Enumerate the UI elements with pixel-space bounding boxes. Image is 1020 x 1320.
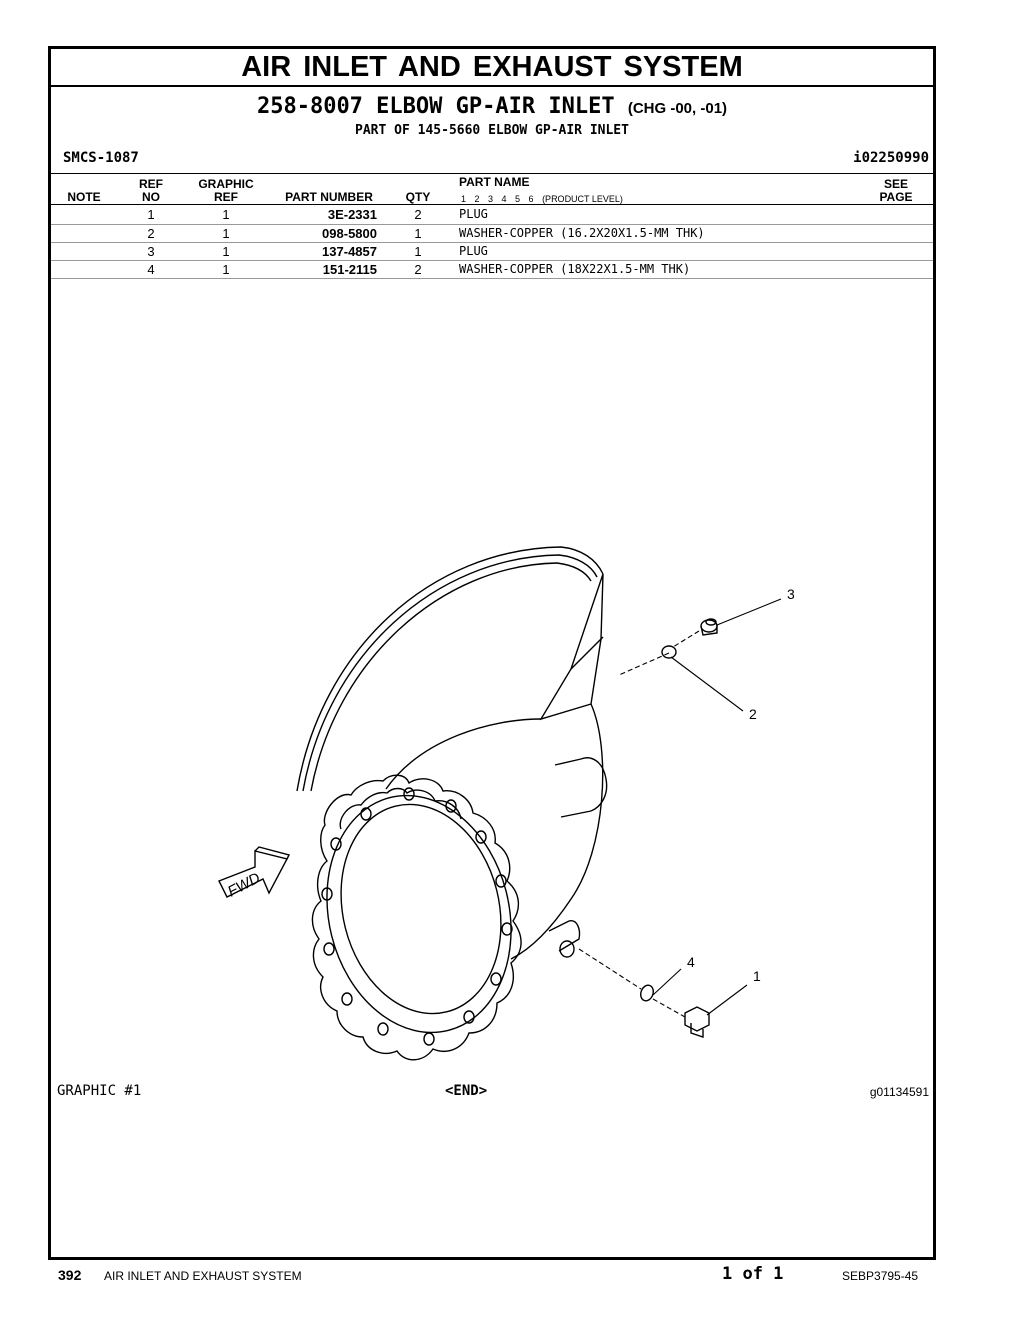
side-stub bbox=[580, 757, 608, 812]
col-header-graphic-2: REF bbox=[214, 190, 238, 204]
elbow-body-curve bbox=[385, 718, 542, 790]
part-name: PLUG bbox=[459, 207, 488, 221]
part-of-line: PART OF 145-5660 ELBOW GP-AIR INLET bbox=[355, 123, 629, 138]
graphic-label: GRAPHIC #1 bbox=[57, 1083, 142, 1099]
leader-line-4 bbox=[652, 968, 682, 996]
callout-1: 1 bbox=[753, 968, 761, 984]
bolt-hole bbox=[463, 1010, 475, 1024]
leader-line-1 bbox=[706, 984, 748, 1016]
col-header-part-name: PART NAME bbox=[459, 175, 530, 189]
smcs-code: SMCS-1087 bbox=[63, 150, 139, 166]
bolt-hole bbox=[377, 1022, 389, 1036]
row-divider bbox=[51, 260, 933, 261]
elbow-outer-arc-inner bbox=[302, 554, 598, 792]
bolt-hole bbox=[490, 972, 502, 986]
elbow-rim-arc bbox=[310, 562, 592, 792]
plug-1 bbox=[684, 1006, 710, 1038]
bolt-hole bbox=[445, 799, 457, 813]
row-divider bbox=[51, 224, 933, 225]
change-note: (CHG -00, -01) bbox=[627, 100, 728, 117]
footer-page-of: 1 of 1 bbox=[722, 1264, 784, 1284]
elbow-body-right bbox=[510, 703, 604, 960]
row-divider bbox=[51, 278, 933, 279]
bolt-hole bbox=[495, 874, 507, 888]
table-top-rule bbox=[51, 173, 933, 174]
plug-3 bbox=[700, 618, 718, 636]
col-header-part-number: PART NUMBER bbox=[285, 190, 373, 204]
elbow-outer-arc bbox=[296, 546, 604, 792]
product-level-label: (PRODUCT LEVEL) bbox=[542, 194, 623, 204]
exploded-view-illustration: 3 2 4 1 FWD bbox=[218, 546, 795, 1061]
qty: 1 bbox=[414, 244, 422, 259]
part-name: WASHER-COPPER (16.2X20X1.5-MM THK) bbox=[459, 226, 705, 240]
page-frame: AIR INLET AND EXHAUST SYSTEM 258-8007 EL… bbox=[48, 46, 936, 1260]
callout-2: 2 bbox=[749, 706, 757, 722]
part-name: PLUG bbox=[459, 244, 488, 258]
ref-no: 4 bbox=[147, 262, 155, 277]
product-levels: 1 2 3 4 5 6 bbox=[461, 194, 534, 204]
part-number: 3E-2331 bbox=[327, 207, 377, 222]
qty: 2 bbox=[414, 262, 422, 277]
washer-2 bbox=[661, 645, 677, 659]
outlet-boss bbox=[539, 573, 604, 721]
graphic-number: g01134591 bbox=[869, 1085, 929, 1099]
bolt-hole bbox=[423, 1032, 435, 1046]
bolt-hole bbox=[360, 807, 372, 821]
flange-bore bbox=[326, 794, 512, 1034]
row-divider bbox=[51, 242, 933, 243]
product-level-header: 1 2 3 4 5 6 (PRODUCT LEVEL) bbox=[461, 194, 623, 204]
group-title-line: 258-8007 ELBOW GP-AIR INLET (CHG -00, -0… bbox=[51, 93, 933, 123]
footer-document-id: SEBP3795-45 bbox=[842, 1269, 919, 1283]
qty: 2 bbox=[414, 207, 422, 222]
ref-no: 2 bbox=[147, 226, 155, 241]
bolt-hole bbox=[501, 922, 513, 936]
graphic-ref: 1 bbox=[222, 244, 230, 259]
bolt-hole bbox=[321, 887, 333, 901]
ref-no: 1 bbox=[147, 207, 155, 222]
flange-outline bbox=[311, 774, 522, 1061]
part-name: WASHER-COPPER (18X22X1.5-MM THK) bbox=[459, 262, 691, 276]
bolt-hole bbox=[330, 837, 342, 851]
fwd-arrow-icon bbox=[218, 846, 291, 898]
col-header-note: NOTE bbox=[67, 190, 101, 204]
col-header-see-2: PAGE bbox=[879, 190, 913, 204]
footer-section-name: AIR INLET AND EXHAUST SYSTEM bbox=[104, 1269, 302, 1283]
illustration-id: i02250990 bbox=[853, 150, 929, 166]
bolt-hole bbox=[323, 942, 335, 956]
part-number: 137-4857 bbox=[322, 244, 377, 259]
ref-no: 3 bbox=[147, 244, 155, 259]
col-header-ref-1: REF bbox=[139, 177, 163, 191]
callout-4: 4 bbox=[687, 954, 695, 970]
graphic-ref: 1 bbox=[222, 207, 230, 222]
bolt-hole bbox=[341, 992, 353, 1006]
washer-4 bbox=[640, 984, 654, 1002]
part-number: 098-5800 bbox=[322, 226, 377, 241]
graphic-ref: 1 bbox=[222, 226, 230, 241]
group-title: 258-8007 ELBOW GP-AIR INLET bbox=[256, 94, 615, 119]
end-marker: <END> bbox=[445, 1083, 488, 1099]
col-header-graphic-1: GRAPHIC bbox=[198, 177, 254, 191]
fwd-label: FWD bbox=[225, 869, 263, 900]
bolt-hole bbox=[475, 830, 487, 844]
qty: 1 bbox=[414, 226, 422, 241]
leader-line-2 bbox=[670, 656, 744, 712]
col-header-ref-2: NO bbox=[142, 190, 160, 204]
bolt-hole bbox=[403, 787, 415, 801]
leader-line-3 bbox=[716, 598, 782, 626]
col-header-see-1: SEE bbox=[883, 177, 908, 191]
graphic-ref: 1 bbox=[222, 262, 230, 277]
drain-boss bbox=[548, 920, 581, 952]
header-bottom-rule bbox=[51, 204, 933, 205]
footer-page-number: 392 bbox=[58, 1267, 82, 1283]
callout-3: 3 bbox=[787, 586, 795, 602]
col-header-qty: QTY bbox=[405, 190, 431, 204]
section-title: AIR INLET AND EXHAUST SYSTEM bbox=[51, 49, 933, 87]
part-number: 151-2115 bbox=[322, 262, 377, 277]
